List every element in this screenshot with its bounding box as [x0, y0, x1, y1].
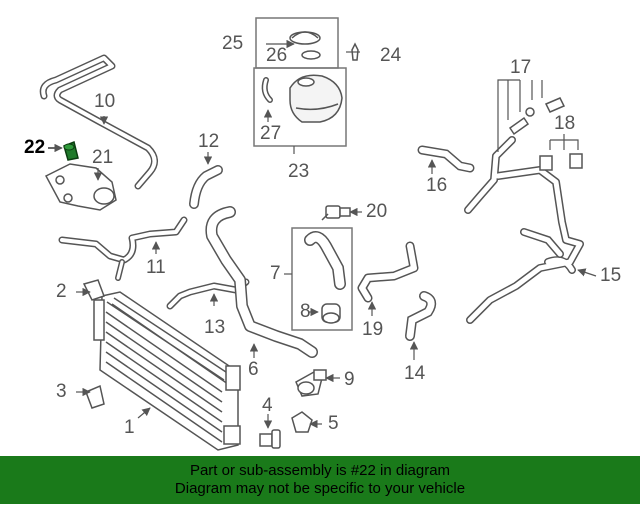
callout-13: 13 — [204, 317, 226, 338]
callout-17: 17 — [510, 57, 532, 78]
hose-19 — [357, 241, 419, 303]
callout-19: 19 — [362, 319, 384, 340]
breather-hose — [39, 54, 158, 190]
hose-14 — [405, 291, 437, 341]
callout-15: 15 — [600, 265, 622, 286]
callout-16: 16 — [426, 175, 448, 196]
callout-2: 2 — [56, 281, 67, 302]
callout-21: 21 — [92, 147, 114, 168]
part-22-highlighted — [63, 140, 79, 161]
hose-7 — [304, 231, 346, 290]
callout-11: 11 — [146, 257, 166, 278]
callout-8: 8 — [300, 301, 311, 322]
hose-12 — [189, 165, 223, 209]
callout-1: 1 — [124, 417, 135, 438]
upper-mount-bracket — [82, 279, 105, 301]
callout-27: 27 — [260, 123, 282, 144]
callout-14: 14 — [404, 363, 426, 384]
callout-10: 10 — [94, 91, 116, 112]
callout-22: 22 — [24, 137, 46, 158]
info-banner: Part or sub-assembly is #22 in diagram D… — [0, 456, 640, 504]
small-parts-17 — [508, 97, 566, 136]
callout-23: 23 — [288, 161, 310, 182]
banner-line-1: Part or sub-assembly is #22 in diagram — [189, 462, 451, 479]
leader-lines — [48, 39, 597, 429]
reservoir-cap — [289, 31, 321, 60]
flange-9 — [295, 369, 327, 397]
callout-7: 7 — [270, 263, 281, 284]
callout-5: 5 — [328, 413, 339, 434]
callout-26: 26 — [266, 45, 288, 66]
coolant-pipe-11 — [58, 216, 188, 281]
reservoir-group-box — [253, 67, 347, 147]
callout-18: 18 — [554, 113, 576, 134]
radiator — [93, 291, 241, 451]
callout-12: 12 — [198, 131, 220, 152]
callout-6: 6 — [248, 359, 259, 380]
bleed-valve-20 — [321, 205, 351, 221]
hose-group-box — [291, 227, 353, 331]
coolant-reservoir — [289, 74, 343, 123]
cooling-system-diagram — [39, 17, 597, 451]
fitting-5 — [291, 411, 313, 433]
banner-line-2: Diagram may not be specific to your vehi… — [174, 480, 466, 497]
callout-20: 20 — [366, 201, 388, 222]
lower-mount-bracket — [85, 384, 105, 409]
radiator-hose-6 — [205, 206, 318, 358]
callout-9: 9 — [344, 369, 355, 390]
temp-sensor-4 — [259, 429, 281, 449]
callout-3: 3 — [56, 381, 67, 402]
hose-16 — [417, 145, 475, 173]
callout-25: 25 — [222, 33, 244, 54]
connector-8 — [321, 303, 341, 324]
callout-4: 4 — [262, 395, 273, 416]
callout-24: 24 — [380, 45, 402, 66]
hose-assembly-15 — [464, 136, 584, 324]
thermostat-housing — [44, 163, 117, 211]
connectors-18 — [539, 153, 583, 171]
